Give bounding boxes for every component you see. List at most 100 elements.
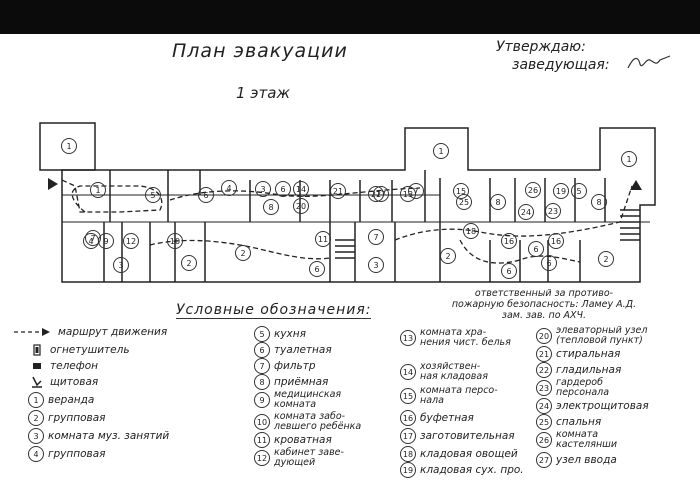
plan-room-number: 18 xyxy=(463,223,479,239)
legend-title: Условные обозначения: xyxy=(176,302,372,319)
responsible-line-3: зам. зав. по АХЧ. xyxy=(501,310,587,321)
plan-room-number: 10 xyxy=(167,233,183,249)
approval-line-1: Утверждаю: xyxy=(496,39,586,55)
plan-room-number: 6 xyxy=(501,263,517,279)
plan-room-number: 16 xyxy=(501,233,517,249)
route-right xyxy=(394,185,633,241)
route-right-2 xyxy=(459,239,581,264)
legend-panel-label: щитовая xyxy=(50,376,99,388)
plan-room-number: 2 xyxy=(440,248,456,264)
veranda-left xyxy=(39,122,96,171)
scan-top-border xyxy=(0,0,700,34)
plan-room-number: 1 xyxy=(621,151,637,167)
plan-room-number: 23 xyxy=(545,203,561,219)
responsible-line-1: ответственный за противо- xyxy=(474,288,614,299)
plan-room-number: 24 xyxy=(518,204,534,220)
legend-extinguisher-label: огнетушитель xyxy=(50,344,130,356)
plan-room-number: 6 xyxy=(275,181,291,197)
plan-room-number: 11 xyxy=(315,231,331,247)
plan-room-number: 20 xyxy=(293,198,309,214)
plan-room-number: 1 xyxy=(433,143,449,159)
plan-title: План эвакуации xyxy=(172,40,348,62)
plan-room-number: 1 xyxy=(90,182,106,198)
plan-room-number: 6 xyxy=(528,241,544,257)
plan-room-number: 9 xyxy=(98,233,114,249)
approval-line-2: заведующая: xyxy=(512,57,610,73)
plan-room-number: 6 xyxy=(309,261,325,277)
plan-room-number: 7 xyxy=(368,229,384,245)
plan-room-number: 6 xyxy=(198,187,214,203)
plan-room-number: 26 xyxy=(525,182,541,198)
route-left xyxy=(61,179,163,213)
telephone-icon xyxy=(33,363,41,369)
plan-room-number: 5 xyxy=(145,187,161,203)
building-outline xyxy=(61,127,656,283)
plan-room-number: 5 xyxy=(571,183,587,199)
legend-panel: щитовая xyxy=(30,375,98,389)
legend-phone-label: телефон xyxy=(50,360,99,372)
plan-room-number: 8 xyxy=(490,194,506,210)
plan-room-number: 16 xyxy=(548,233,564,249)
stairs xyxy=(335,209,640,259)
switchboard-icon xyxy=(32,376,42,388)
responsible-line-2: пожарную безопасность: Ламеу А.Д. xyxy=(451,299,637,310)
plan-room-number: 2 xyxy=(235,245,251,261)
plan-room-number: 3 xyxy=(113,257,129,273)
plan-room-number: 8 xyxy=(591,194,607,210)
plan-room-number: 17 xyxy=(373,186,389,202)
plan-room-number: 14 xyxy=(293,181,309,197)
floor-label: 1 этаж xyxy=(236,84,290,102)
plan-room-number: 4 xyxy=(83,233,99,249)
plan-room-number: 4 xyxy=(221,180,237,196)
legend-route-label: маршрут движения xyxy=(58,326,168,338)
plan-room-number: 8 xyxy=(263,199,279,215)
responsible-block: ответственный за противо- пожарную безоп… xyxy=(428,288,660,321)
plan-room-number: 3 xyxy=(368,257,384,273)
approval-block: Утверждаю: заведующая: xyxy=(496,38,610,74)
legend-phone: телефон xyxy=(30,360,98,372)
plan-room-number: 1 xyxy=(61,138,77,154)
fire-extinguisher-icon xyxy=(33,344,41,356)
plan-room-number: 19 xyxy=(553,183,569,199)
legend-route: маршрут движения xyxy=(12,326,167,338)
plan-room-number: 15 xyxy=(453,183,469,199)
route-arrow-icon xyxy=(14,328,50,336)
plan-room-number: 3 xyxy=(255,181,271,197)
plan-room-number: 2 xyxy=(181,255,197,271)
plan-room-number: 7 xyxy=(408,183,424,199)
plan-room-number: 2 xyxy=(598,251,614,267)
plan-room-number: 21 xyxy=(330,183,346,199)
signature-icon xyxy=(627,55,671,69)
plan-room-number: 12 xyxy=(123,233,139,249)
plan-room-number: 6 xyxy=(541,255,557,271)
legend-extinguisher: огнетушитель xyxy=(30,344,130,356)
